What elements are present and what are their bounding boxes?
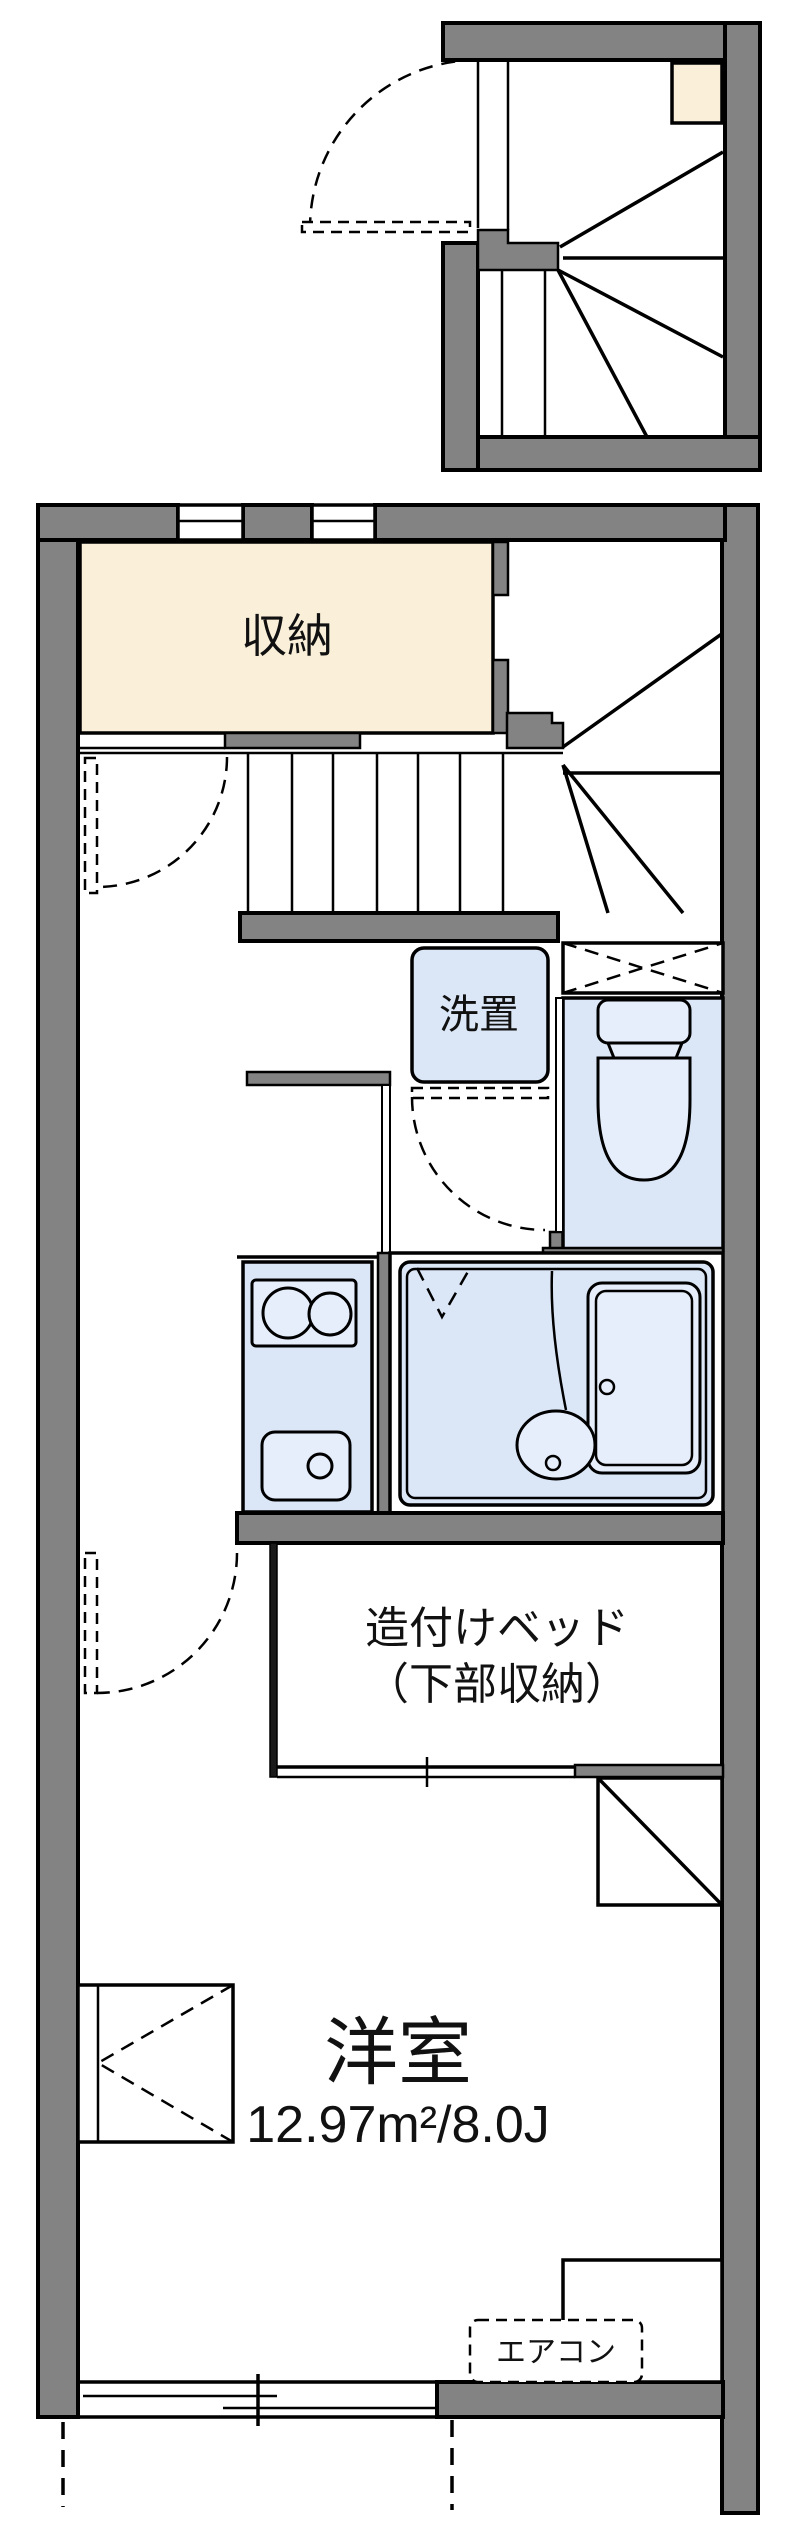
kitchen-bottom-wall [235, 1511, 725, 1545]
top-wall-b [241, 503, 314, 542]
stair-tower-bottom-wall [441, 435, 762, 472]
stair-tower-winder [476, 60, 724, 438]
storage-room-floor [78, 540, 495, 735]
bed-label-line1: 造付けベッド [365, 1604, 629, 1653]
bathroom [388, 1251, 725, 1515]
bathroom-inner-line [405, 1267, 708, 1500]
storage-bottom-wall [223, 731, 362, 750]
entrance-door-arc [308, 58, 479, 229]
top-wall-c [373, 503, 727, 542]
hallway-wall-h [245, 1070, 392, 1087]
washroom-door [410, 1086, 565, 1254]
boundary-dashes [61, 2420, 454, 2510]
basin-drain [544, 1454, 562, 1472]
stove-burner-large [261, 1286, 315, 1340]
bath-partition-line [550, 1270, 568, 1411]
storage-room [78, 540, 510, 750]
stair-tower-top-wall [441, 21, 762, 62]
bed-left-wall [269, 1542, 278, 1778]
storage-door [83, 756, 229, 895]
storage-wall-pillar-bottom [491, 658, 510, 735]
stair-tower-left-wall [441, 241, 480, 472]
storage-door-leaf [83, 756, 99, 895]
top-window-left [176, 503, 245, 542]
stair-tower-closet [670, 61, 724, 125]
internal-staircase [80, 631, 725, 943]
entrance-door [300, 58, 479, 234]
washroom-door-arc [410, 1096, 546, 1232]
bathtub-inner [594, 1289, 694, 1467]
top-wall-a [36, 503, 180, 542]
washroom-door-leaf [410, 1086, 550, 1100]
sliding-window [80, 2374, 437, 2426]
stair-landing-block [476, 228, 560, 272]
storage-wall-pillar-top [491, 540, 510, 597]
top-window-right [310, 503, 377, 542]
wash-basin [515, 1409, 597, 1481]
bathroom-folding-door [415, 1267, 472, 1320]
storage-door-arc [96, 756, 229, 889]
washer-space-label: 洗置 [439, 993, 519, 1037]
aircon-label: エアコン [496, 2336, 616, 2369]
sink-drain [306, 1452, 334, 1480]
aircon-zone [468, 2258, 724, 2384]
hallway-walls [245, 1070, 392, 1256]
bed-closet-door-leaf [83, 1551, 99, 1695]
overhead-cabinet [561, 941, 725, 995]
kitchen [237, 1251, 392, 1515]
right-wall [720, 503, 760, 2515]
bedroom-window-box [76, 1983, 235, 2144]
storage-label: 収納 [241, 610, 333, 662]
room-area-label: 12.97m²/8.0J [246, 2096, 550, 2154]
toilet-room-left-wall [555, 997, 564, 1233]
stove-burner-small [307, 1291, 353, 1337]
staircase-landing-block [505, 711, 565, 750]
toilet-bowl [596, 1056, 692, 1182]
room-name-label: 洋室 [324, 2011, 472, 2094]
bathtub [586, 1281, 702, 1475]
bathtub-drain [598, 1378, 616, 1396]
aircon-box [468, 2318, 644, 2384]
bed-bottom-wall [573, 1763, 725, 1779]
entrance-door-leaf [300, 220, 472, 234]
left-wall [36, 503, 80, 2419]
bed-label-line2: （下部収納） [365, 1660, 629, 1709]
hallway-wall-v [381, 1084, 391, 1256]
kitchen-bath-wall [376, 1251, 392, 1515]
built-in-bed-area [269, 1542, 725, 1787]
stair-tower-right-wall [723, 21, 762, 472]
toilet-seat-hinge [605, 1041, 685, 1060]
staircase-bottom-wall [238, 911, 560, 943]
washroom [410, 941, 725, 1254]
stair-tower [300, 21, 762, 472]
washer-space [410, 946, 550, 1084]
corner-shelf [596, 1776, 724, 1907]
main-unit-walls [36, 503, 760, 2515]
toilet-room [541, 996, 725, 1262]
bottom-wall [435, 2380, 725, 2419]
bed-closet-door-arc [96, 1552, 239, 1695]
kitchen-sink [260, 1430, 352, 1502]
bed-closet-door [83, 1551, 239, 1695]
toilet-tank [596, 998, 692, 1045]
